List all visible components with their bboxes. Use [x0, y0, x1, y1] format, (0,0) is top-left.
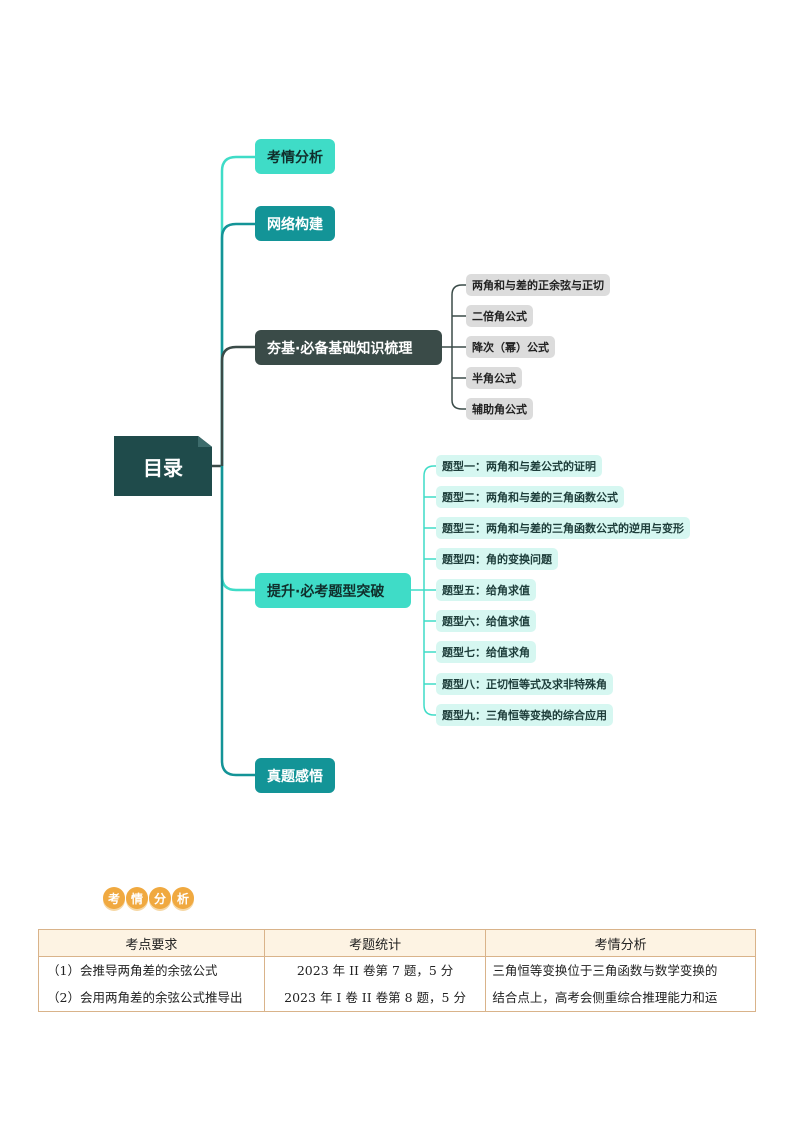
table-cell: （1）会推导两角差的余弦公式 （2）会用两角差的余弦公式推导出 [38, 956, 265, 1012]
item-label: 题型一：两角和与差公式的证明 [442, 460, 596, 473]
item-label: 题型三：两角和与差的三角函数公式的逆用与变形 [442, 522, 684, 535]
question-type-item[interactable]: 题型八：正切恒等式及求非特殊角 [436, 673, 613, 695]
question-type-item[interactable]: 题型七：给值求角 [436, 641, 536, 663]
question-type-item[interactable]: 题型四：角的变换问题 [436, 548, 558, 570]
item-label: 题型二：两角和与差的三角函数公式 [442, 491, 618, 504]
cell-line: 2023 年 I 卷 II 卷第 8 题，5 分 [284, 990, 466, 1005]
root-label: 目录 [143, 455, 183, 480]
table-row: （1）会推导两角差的余弦公式 （2）会用两角差的余弦公式推导出 2023 年 I… [38, 956, 756, 1012]
branch-real-exam[interactable]: 真题感悟 [255, 758, 335, 793]
badge-char: 考 [103, 887, 125, 909]
branch-network[interactable]: 网络构建 [255, 206, 335, 241]
cell-line: 结合点上，高考会侧重综合推理能力和运 [492, 990, 718, 1005]
item-label: 半角公式 [472, 372, 516, 385]
question-type-item[interactable]: 题型二：两角和与差的三角函数公式 [436, 486, 624, 508]
section-badge: 考 情 分 析 [103, 887, 195, 909]
item-label: 题型六：给值求值 [442, 615, 530, 628]
root-fold-corner [198, 436, 212, 447]
table-header-row: 考点要求 考题统计 考情分析 [38, 929, 756, 957]
table-header: 考情分析 [485, 929, 756, 957]
exam-analysis-table: 考点要求 考题统计 考情分析 （1）会推导两角差的余弦公式 （2）会用两角差的余… [38, 929, 756, 1012]
foundation-item[interactable]: 半角公式 [466, 367, 522, 389]
item-label: 题型五：给角求值 [442, 584, 530, 597]
root-node: 目录 [114, 436, 212, 496]
question-type-item[interactable]: 题型一：两角和与差公式的证明 [436, 455, 602, 477]
item-label: 降次（幂）公式 [472, 341, 549, 354]
branch-label: 提升·必考题型突破 [267, 583, 385, 600]
question-type-item[interactable]: 题型九：三角恒等变换的综合应用 [436, 704, 613, 726]
question-type-item[interactable]: 题型六：给值求值 [436, 610, 536, 632]
cell-line: （2）会用两角差的余弦公式推导出 [47, 990, 243, 1005]
cell-line: 2023 年 II 卷第 7 题，5 分 [296, 963, 454, 978]
table-cell: 2023 年 II 卷第 7 题，5 分 2023 年 I 卷 II 卷第 8 … [263, 956, 487, 1012]
branch-label: 夯基·必备基础知识梳理 [267, 340, 413, 357]
table-cell: 三角恒等变换位于三角函数与数学变换的 结合点上，高考会侧重综合推理能力和运 [485, 956, 756, 1012]
table-header: 考点要求 [38, 929, 265, 957]
branch-label: 网络构建 [267, 216, 323, 233]
item-label: 题型四：角的变换问题 [442, 553, 552, 566]
question-type-item[interactable]: 题型三：两角和与差的三角函数公式的逆用与变形 [436, 517, 690, 539]
item-label: 二倍角公式 [472, 310, 527, 323]
item-label: 辅助角公式 [472, 403, 527, 416]
foundation-item[interactable]: 两角和与差的正余弦与正切 [466, 274, 610, 296]
table-header: 考题统计 [263, 929, 487, 957]
item-label: 题型八：正切恒等式及求非特殊角 [442, 678, 607, 691]
foundation-item[interactable]: 辅助角公式 [466, 398, 533, 420]
branch-exam-analysis[interactable]: 考情分析 [255, 139, 335, 174]
item-label: 题型七：给值求角 [442, 646, 530, 659]
cell-line: （1）会推导两角差的余弦公式 [47, 963, 218, 978]
branch-foundation[interactable]: 夯基·必备基础知识梳理 [255, 330, 442, 365]
foundation-item[interactable]: 二倍角公式 [466, 305, 533, 327]
badge-char: 情 [126, 887, 148, 909]
item-label: 两角和与差的正余弦与正切 [472, 279, 604, 292]
branch-label: 考情分析 [267, 149, 323, 166]
question-type-item[interactable]: 题型五：给角求值 [436, 579, 536, 601]
branch-label: 真题感悟 [267, 768, 323, 785]
cell-line: 三角恒等变换位于三角函数与数学变换的 [492, 963, 718, 978]
branch-question-types[interactable]: 提升·必考题型突破 [255, 573, 411, 608]
item-label: 题型九：三角恒等变换的综合应用 [442, 709, 607, 722]
badge-char: 分 [149, 887, 171, 909]
badge-char: 析 [172, 887, 194, 909]
foundation-item[interactable]: 降次（幂）公式 [466, 336, 555, 358]
